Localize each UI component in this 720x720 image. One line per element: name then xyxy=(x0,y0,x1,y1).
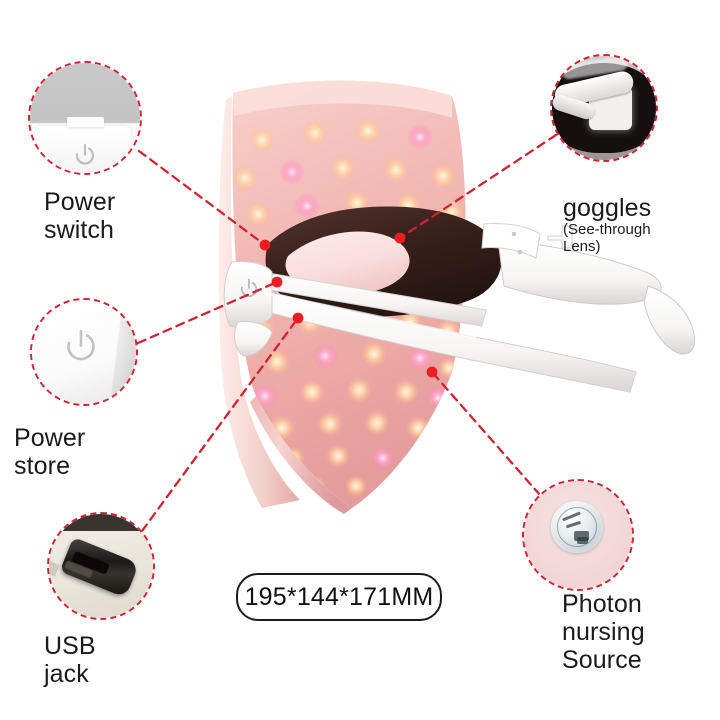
callout-goggles-bubble[interactable] xyxy=(550,54,658,162)
goggles-upper-bar xyxy=(247,269,487,327)
callout-power-switch-bubble[interactable] xyxy=(28,61,142,175)
goggles-right-temple-tip xyxy=(643,285,696,355)
power-switch-icon xyxy=(72,141,98,172)
led-module-icon xyxy=(551,501,603,553)
usb-jack-backdrop xyxy=(49,514,153,532)
callout-power-store-label: Power store xyxy=(14,424,86,480)
callout-photon-source-label: Photon nursing Source xyxy=(562,590,645,674)
goggles-hinge-bracket xyxy=(547,225,573,249)
callout-usb-jack-bubble[interactable] xyxy=(47,512,155,620)
dimension-badge-text: 195*144*171MM xyxy=(244,582,434,611)
callout-goggles-sublabel: (See-through Lens) xyxy=(563,221,651,255)
callout-goggles-label: goggles (See-through Lens) xyxy=(563,166,651,284)
power-button-icon xyxy=(61,325,101,370)
callout-power-switch-label: Power switch xyxy=(44,188,116,244)
power-store-photo xyxy=(32,300,136,404)
callout-photon-source-bubble[interactable] xyxy=(522,479,634,591)
power-switch-body xyxy=(34,125,131,173)
callout-usb-jack-label: USB jack xyxy=(44,632,96,688)
power-switch-tab xyxy=(66,116,105,128)
mask-top-rim xyxy=(233,80,452,118)
callout-power-store-bubble[interactable] xyxy=(30,298,138,406)
callout-goggles-title: goggles xyxy=(563,194,652,222)
goggles-right-temple xyxy=(497,239,662,305)
goggles-nose-pad xyxy=(285,231,410,296)
dimension-badge: 195*144*171MM xyxy=(236,573,442,621)
